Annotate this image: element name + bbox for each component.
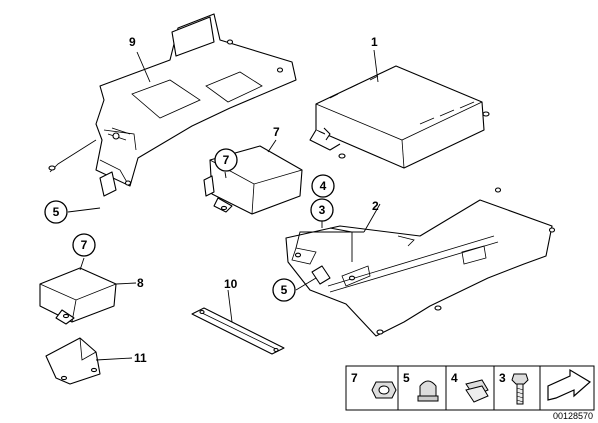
- part-2-bracket: [285, 187, 556, 337]
- callout-9: 9: [129, 35, 136, 49]
- callout-1: 1: [371, 35, 378, 49]
- callout-3: 3: [319, 203, 326, 217]
- callout-7-top: 7: [223, 153, 230, 167]
- callout-2: 2: [372, 199, 379, 213]
- bolt-icon: [511, 373, 529, 405]
- part-9-bracket: [48, 13, 297, 197]
- legend-number-4: 4: [451, 371, 458, 385]
- legend-number-5: 5: [403, 371, 410, 385]
- diagram-reference-number: 00128570: [553, 411, 593, 421]
- callout-6: 7: [273, 125, 280, 139]
- part-1-module: [309, 65, 490, 169]
- speed-nut-icon: [465, 379, 489, 403]
- part-8-module: [39, 267, 117, 325]
- callout-5-right: 5: [281, 283, 288, 297]
- callout-5-left: 5: [53, 205, 60, 219]
- part-11-bracket: [45, 337, 101, 385]
- callout-8: 8: [137, 276, 144, 290]
- nut-icon: [371, 381, 397, 399]
- legend-number-7: 7: [351, 371, 358, 385]
- callout-labels: 9 1 7 2 10 8 11 5 7 4 3 7 5: [44, 35, 379, 365]
- callout-10: 10: [224, 277, 238, 291]
- legend-number-3: 3: [499, 371, 506, 385]
- part-10-strip: [191, 307, 285, 355]
- callout-7-left: 7: [81, 238, 88, 252]
- cap-nut-icon: [417, 380, 439, 402]
- callout-4: 4: [320, 179, 327, 193]
- arrow-icon: [547, 368, 592, 401]
- callout-11: 11: [134, 351, 147, 365]
- fastener-legend: 7 5 4 3: [345, 365, 595, 411]
